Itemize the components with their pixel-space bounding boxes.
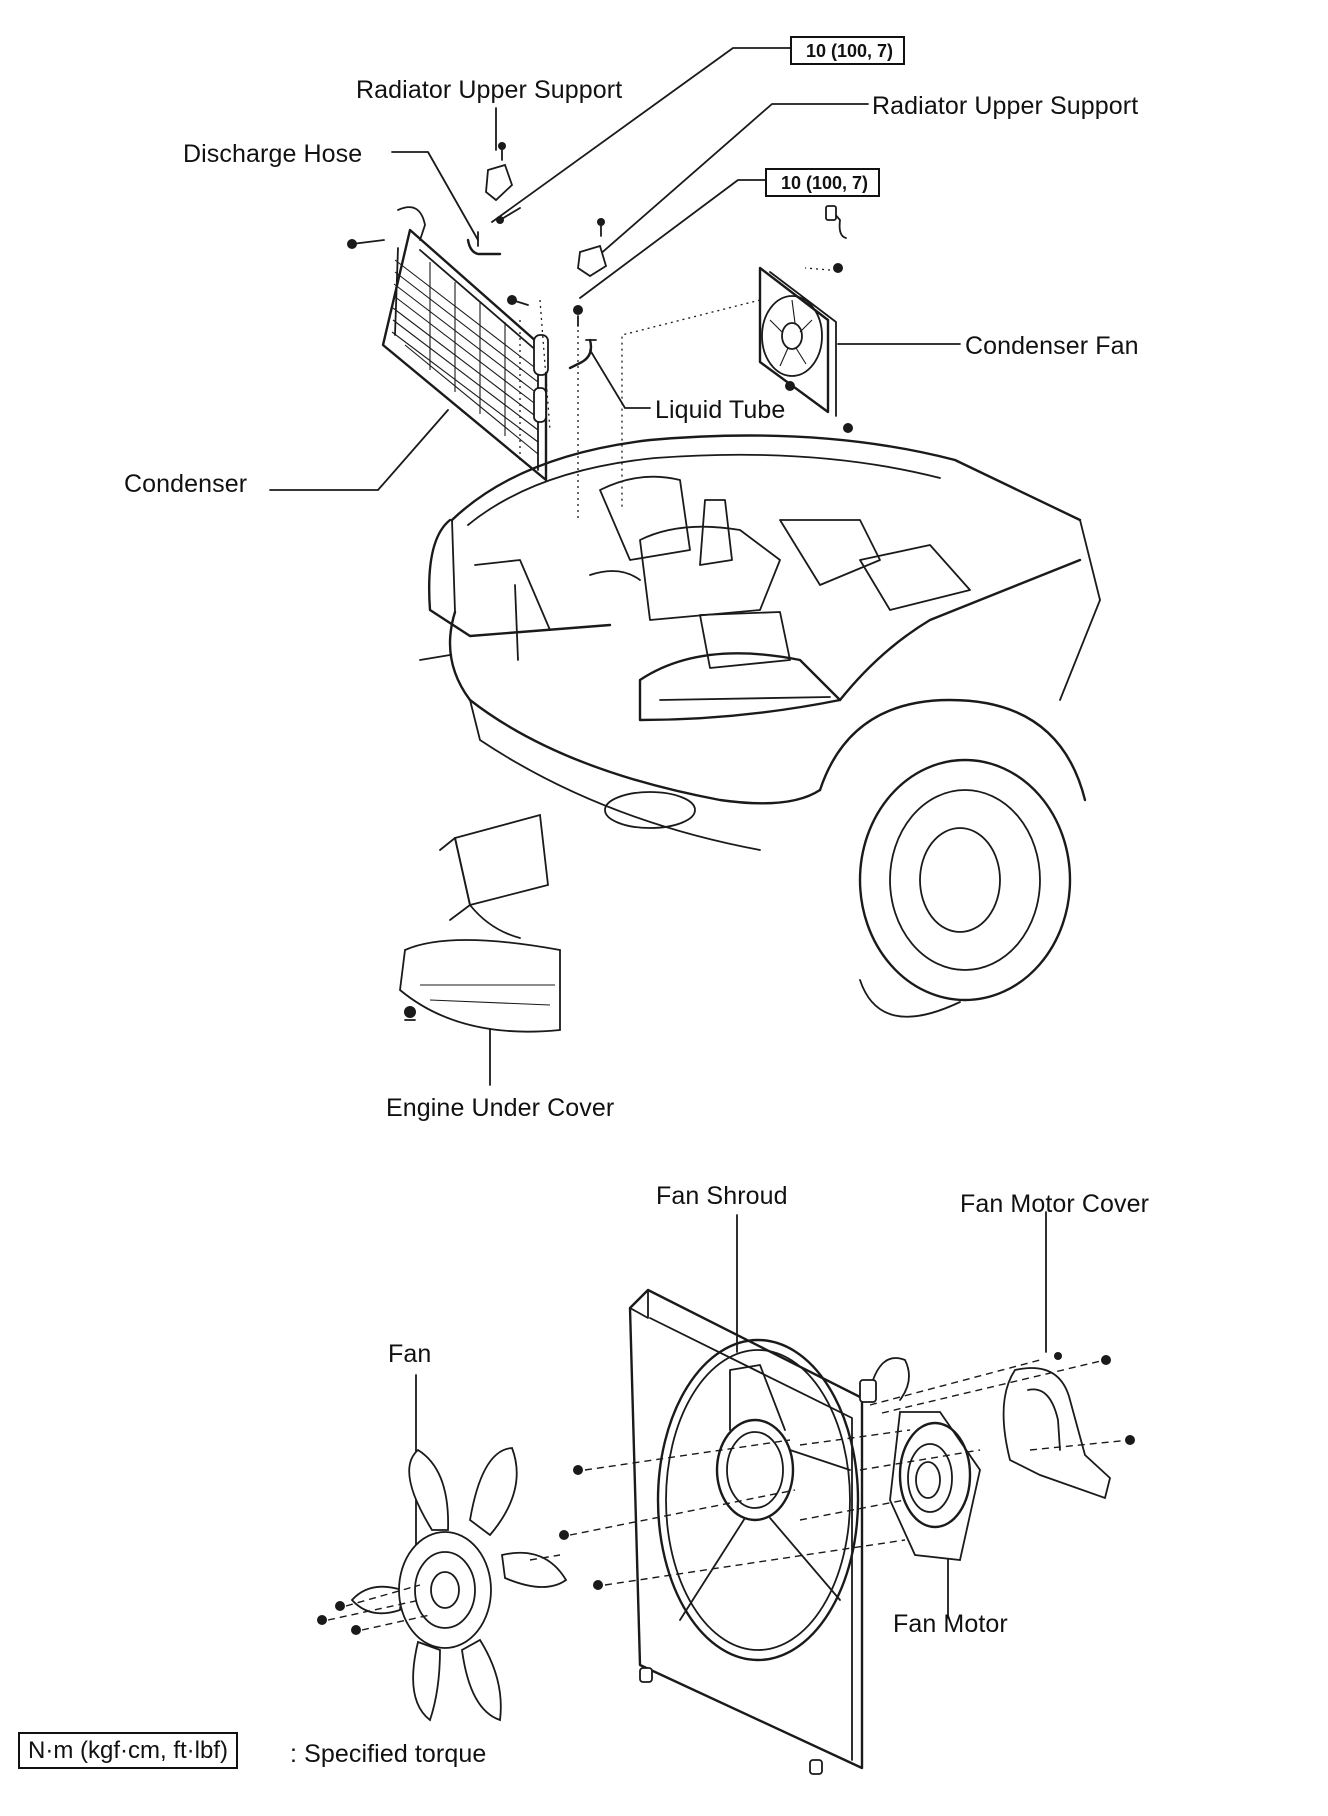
discharge-hose-drawing (466, 231, 502, 256)
assembly-lines (529, 1359, 1131, 1590)
fan-motor-cover-drawing (1002, 1352, 1135, 1500)
torque-spec-lower: 10 (100, 7) (765, 168, 881, 197)
engine-under-cover-drawing (399, 813, 561, 1086)
label-condenser-fan: Condenser Fan (965, 332, 1139, 360)
label-fan-motor: Fan Motor (893, 1610, 1008, 1638)
label-discharge-hose: Discharge Hose (183, 140, 363, 168)
label-liquid-tube: Liquid Tube (655, 396, 786, 424)
legend-unit-box: N·m (kgf·cm, ft·lbf) (18, 1732, 238, 1769)
radiator-upper-support-drawing (485, 142, 608, 327)
condenser-drawing (347, 206, 551, 482)
fan-motor-drawing (859, 1357, 981, 1561)
label-condenser: Condenser (124, 470, 248, 498)
label-radiator-upper-support-left: Radiator Upper Support (356, 76, 623, 104)
legend-description: : Specified torque (290, 1740, 487, 1768)
label-fan-shroud: Fan Shroud (656, 1182, 788, 1210)
fan-drawing (317, 1447, 568, 1722)
vehicle-drawing (419, 330, 1101, 1018)
leader-lines (269, 47, 961, 491)
torque-spec-upper: 10 (100, 7) (790, 36, 906, 65)
liquid-tube-drawing (568, 338, 597, 370)
label-radiator-upper-support-right: Radiator Upper Support (872, 92, 1139, 120)
label-fan: Fan (388, 1340, 432, 1368)
label-engine-under-cover: Engine Under Cover (386, 1094, 615, 1122)
condenser-fan-drawing (621, 205, 853, 510)
fan-shroud-drawing (628, 1288, 864, 1775)
label-fan-motor-cover: Fan Motor Cover (960, 1190, 1150, 1218)
